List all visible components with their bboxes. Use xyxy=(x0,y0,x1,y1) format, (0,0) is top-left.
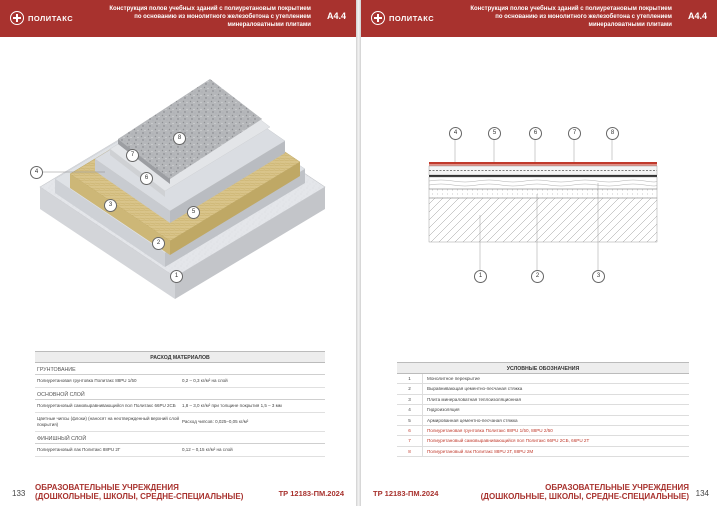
section-callout-8: 8 xyxy=(606,127,619,140)
callout-2: 2 xyxy=(152,237,165,250)
brand-logo: ПОЛИТАКС xyxy=(10,11,73,25)
callout-3: 3 xyxy=(104,199,117,212)
table-row: 8 Полиуретановый лак Политакс 88PU 2Г, 88… xyxy=(397,446,689,458)
section-callout-1: 1 xyxy=(474,270,487,283)
section-callout-5: 5 xyxy=(488,127,501,140)
section-callout-6: 6 xyxy=(529,127,542,140)
header-title: Конструкция полов учебных зданий с полиу… xyxy=(109,6,311,28)
callout-1: 1 xyxy=(170,270,183,283)
callout-4: 4 xyxy=(30,166,43,179)
legend-text: Полиуретановый самовыравнивающийся пол П… xyxy=(427,438,590,444)
floor-layers-illustration xyxy=(39,79,326,299)
materials-title: РАСХОД МАТЕРИАЛОВ xyxy=(35,351,325,363)
legend-table: УСЛОВНЫЕ ОБОЗНАЧЕНИЯ 1 Монолитное перекры… xyxy=(397,362,689,458)
legend-num: 5 xyxy=(397,415,423,425)
logo-icon xyxy=(10,11,24,25)
table-row: 3 Плита минераловатная теплоизоляционная xyxy=(397,394,689,406)
legend-title: УСЛОВНЫЕ ОБОЗНАЧЕНИЯ xyxy=(397,362,689,374)
callout-8: 8 xyxy=(173,132,186,145)
table-row: 5 Армированная цементно-песчаная стяжка xyxy=(397,415,689,426)
table-row: Полиуретановый самовыравнивающийся пол П… xyxy=(35,400,325,413)
material-rate: 0,12 – 0,15 кг/м² на слой xyxy=(182,447,233,452)
table-row: Полиуретановая грунтовка Политакс 88PU 1… xyxy=(35,375,325,388)
header-title: Конструкция полов учебных зданий с полиу… xyxy=(470,6,672,28)
page-header: ПОЛИТАКС Конструкция полов учебных здани… xyxy=(361,0,717,37)
legend-num: 1 xyxy=(397,374,423,384)
page-number: 134 xyxy=(695,489,709,498)
brand-logo: ПОЛИТАКС xyxy=(371,11,434,25)
brand-name: ПОЛИТАКС xyxy=(28,13,74,23)
footer-doc-code: ТР 12183-ПМ.2024 xyxy=(278,489,344,498)
material-name: Цветные чипсы (флоки) (наносят на неотве… xyxy=(37,416,179,427)
brand-name: ПОЛИТАКС xyxy=(389,13,435,23)
table-row: 4 Гидроизоляция xyxy=(397,405,689,416)
footer-category: ОБРАЗОВАТЕЛЬНЫЕ УЧРЕЖДЕНИЯ (ДОШКОЛЬНЫЕ, … xyxy=(481,483,689,501)
material-name: Полиуретановый самовыравнивающийся пол П… xyxy=(37,403,176,408)
material-name: Полиуретановая грунтовка Политакс 88PU 1… xyxy=(37,378,137,383)
table-row: Полиуретановый лак Политакс 88PU 2Г 0,12… xyxy=(35,444,325,457)
materials-section: ГРУНТОВАНИЕ xyxy=(35,363,325,375)
table-row: 2 Выравнивающая цементно-песчаная стяжка xyxy=(397,384,689,395)
callout-7: 7 xyxy=(126,149,139,162)
legend-text: Армированная цементно-песчаная стяжка xyxy=(427,417,518,423)
legend-text: Монолитное перекрытие xyxy=(427,376,480,381)
footer-doc-code: ТР 12183-ПМ.2024 xyxy=(373,489,439,498)
material-rate: Расход чипсов: 0,025–0,05 кг/м² xyxy=(182,419,249,424)
section-callout-7: 7 xyxy=(568,127,581,140)
table-row: 7 Полиуретановый самовыравнивающийся пол … xyxy=(397,436,689,447)
callout-6: 6 xyxy=(140,172,153,185)
section-callout-2: 2 xyxy=(531,270,544,283)
footer-category-line1: ОБРАЗОВАТЕЛЬНЫЕ УЧРЕЖДЕНИЯ xyxy=(35,483,179,492)
legend-num: 3 xyxy=(397,394,423,405)
callout-5: 5 xyxy=(187,206,200,219)
page-header: ПОЛИТАКС Конструкция полов учебных здани… xyxy=(0,0,356,37)
logo-icon xyxy=(371,11,385,25)
legend-text: Полиуретановая грунтовка Политакс 88PU 1… xyxy=(427,427,553,433)
table-row: 6 Полиуретановая грунтовка Политакс 88PU … xyxy=(397,425,689,437)
legend-num: 6 xyxy=(397,425,423,436)
right-page: ПОЛИТАКС Конструкция полов учебных здани… xyxy=(361,0,717,506)
material-rate: 0,2 – 0,3 кг/м² на слой xyxy=(182,378,228,383)
material-name: Полиуретановый лак Политакс 88PU 2Г xyxy=(37,447,121,452)
header-code: А4.4 xyxy=(326,11,346,21)
section-callout-3: 3 xyxy=(592,270,605,283)
legend-num: 7 xyxy=(397,436,423,446)
footer-category-line2: (ДОШКОЛЬНЫЕ, ШКОЛЫ, СРЕДНЕ-СПЕЦИАЛЬНЫЕ) xyxy=(480,492,689,501)
section-callout-4: 4 xyxy=(449,127,462,140)
footer-category: ОБРАЗОВАТЕЛЬНЫЕ УЧРЕЖДЕНИЯ (ДОШКОЛЬНЫЕ, … xyxy=(35,483,243,501)
page-number: 133 xyxy=(12,489,26,498)
legend-num: 8 xyxy=(397,446,423,457)
legend-text: Гидроизоляция xyxy=(427,407,460,413)
materials-table: РАСХОД МАТЕРИАЛОВ ГРУНТОВАНИЕ Полиуретан… xyxy=(35,351,325,457)
legend-text: Полиуретановый лак Политакс 88PU 2Г, 88P… xyxy=(427,448,534,454)
header-code: А4.4 xyxy=(687,11,707,21)
materials-section: ФИНИШНЫЙ СЛОЙ xyxy=(35,432,325,444)
footer-category-line1: ОБРАЗОВАТЕЛЬНЫЕ УЧРЕЖДЕНИЯ xyxy=(545,483,689,492)
left-page: ПОЛИТАКС Конструкция полов учебных здани… xyxy=(0,0,356,506)
table-row: 1 Монолитное перекрытие xyxy=(397,374,689,385)
callout-leader-line xyxy=(43,171,105,173)
book-gutter xyxy=(356,0,361,506)
legend-text: Выравнивающая цементно-песчаная стяжка xyxy=(427,386,523,392)
table-row: Цветные чипсы (флоки) (наносят на неотве… xyxy=(35,413,325,432)
materials-section: ОСНОВНОЙ СЛОЙ xyxy=(35,388,325,400)
footer-category-line2: (ДОШКОЛЬНЫЕ, ШКОЛЫ, СРЕДНЕ-СПЕЦИАЛЬНЫЕ) xyxy=(35,492,244,501)
material-rate: 1,8 – 3,0 кг/м² при толщине покрытия 1,5… xyxy=(182,403,282,408)
floor-section-drawing xyxy=(428,140,658,270)
legend-text: Плита минераловатная теплоизоляционная xyxy=(427,396,521,402)
legend-num: 4 xyxy=(397,405,423,415)
legend-num: 2 xyxy=(397,384,423,394)
